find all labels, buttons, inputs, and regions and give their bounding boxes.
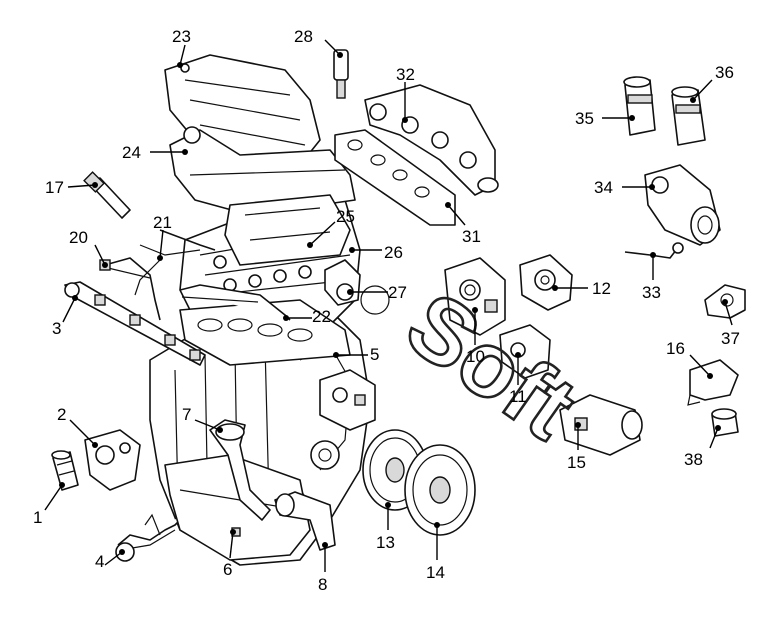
brake-vacuum-pump	[519, 254, 573, 311]
injector-28	[333, 49, 349, 99]
callout-28: 28	[294, 27, 343, 58]
callout-38: 38	[684, 425, 721, 469]
callout-11: 11	[509, 352, 527, 406]
callout-label: 36	[715, 63, 734, 82]
callout-32: 32	[396, 65, 415, 123]
callout-34: 34	[594, 178, 655, 197]
callout-label: 23	[172, 27, 191, 46]
callout-5: 5	[333, 345, 379, 364]
fuel-lines	[99, 229, 216, 321]
callout-2: 2	[57, 405, 98, 448]
callout-label: 14	[426, 563, 445, 582]
callout-25: 25	[307, 207, 355, 248]
callout-35: 35	[575, 109, 635, 128]
callout-label: 38	[684, 450, 703, 469]
oil-filter-housing	[84, 429, 141, 491]
exhaust-manifold	[364, 84, 499, 196]
callout-label: 4	[95, 552, 104, 571]
callout-7: 7	[182, 405, 223, 433]
callout-label: 35	[575, 109, 594, 128]
callout-31: 31	[445, 202, 481, 246]
callout-10: 10	[466, 307, 485, 366]
callout-23: 23	[172, 27, 191, 68]
callout-13: 13	[376, 502, 395, 552]
callout-label: 37	[721, 329, 740, 348]
callout-label: 33	[642, 283, 661, 302]
egr-valve	[319, 369, 376, 431]
cam-cover	[169, 126, 356, 216]
callout-label: 22	[312, 307, 331, 326]
callout-33: 33	[642, 252, 661, 302]
callout-21: 21	[153, 213, 172, 261]
callout-24: 24	[122, 143, 188, 162]
water-outlet	[274, 491, 336, 551]
injector-17	[83, 171, 131, 219]
clutch-disc	[404, 444, 476, 536]
oil-filter	[51, 450, 79, 491]
callout-22: 22	[283, 307, 331, 326]
callout-14: 14	[426, 522, 445, 582]
callout-label: 24	[122, 143, 141, 162]
callout-37: 37	[721, 299, 740, 348]
callout-label: 5	[370, 345, 379, 364]
callout-label: 26	[384, 243, 403, 262]
callout-12: 12	[552, 279, 611, 298]
callout-label: 27	[388, 283, 407, 302]
callout-label: 10	[466, 347, 485, 366]
callout-label: 6	[223, 560, 232, 579]
callout-label: 15	[567, 453, 586, 472]
callout-label: 13	[376, 533, 395, 552]
callout-label: 25	[336, 207, 355, 226]
callout-15: 15	[567, 422, 586, 472]
manifold-gasket	[334, 129, 456, 226]
fuel-rail	[64, 281, 206, 366]
callout-label: 3	[52, 319, 61, 338]
callout-label: 11	[509, 387, 527, 406]
canister-35	[623, 76, 656, 136]
callout-label: 16	[666, 339, 685, 358]
callout-label: 2	[57, 405, 66, 424]
callout-4: 4	[95, 549, 125, 571]
injection-pump	[444, 257, 506, 336]
callout-20: 20	[69, 228, 108, 268]
callout-16: 16	[666, 339, 713, 379]
callout-8: 8	[318, 542, 328, 594]
callout-label: 28	[294, 27, 313, 46]
callout-36: 36	[690, 63, 734, 103]
callout-17: 17	[45, 178, 98, 197]
callout-26: 26	[349, 243, 403, 262]
oil-return-pipe	[624, 242, 684, 259]
callout-label: 34	[594, 178, 613, 197]
callout-label: 31	[462, 227, 481, 246]
callout-label: 12	[592, 279, 611, 298]
mount-bracket	[687, 359, 739, 406]
callout-label: 32	[396, 65, 415, 84]
callout-label: 21	[153, 213, 172, 232]
callout-label: 20	[69, 228, 88, 247]
callout-3: 3	[52, 295, 78, 338]
callout-27: 27	[347, 283, 407, 302]
turbocharger	[644, 164, 721, 246]
callout-label: 1	[33, 508, 42, 527]
callout-label: 8	[318, 575, 327, 594]
coolant-pipe	[209, 419, 271, 521]
callout-label: 7	[182, 405, 191, 424]
canister-36	[671, 86, 706, 146]
callout-label: 17	[45, 178, 64, 197]
callout-1: 1	[33, 482, 65, 527]
rocker-assembly	[224, 194, 351, 266]
vacuum-pump	[499, 324, 551, 379]
callout-6: 6	[223, 529, 236, 579]
